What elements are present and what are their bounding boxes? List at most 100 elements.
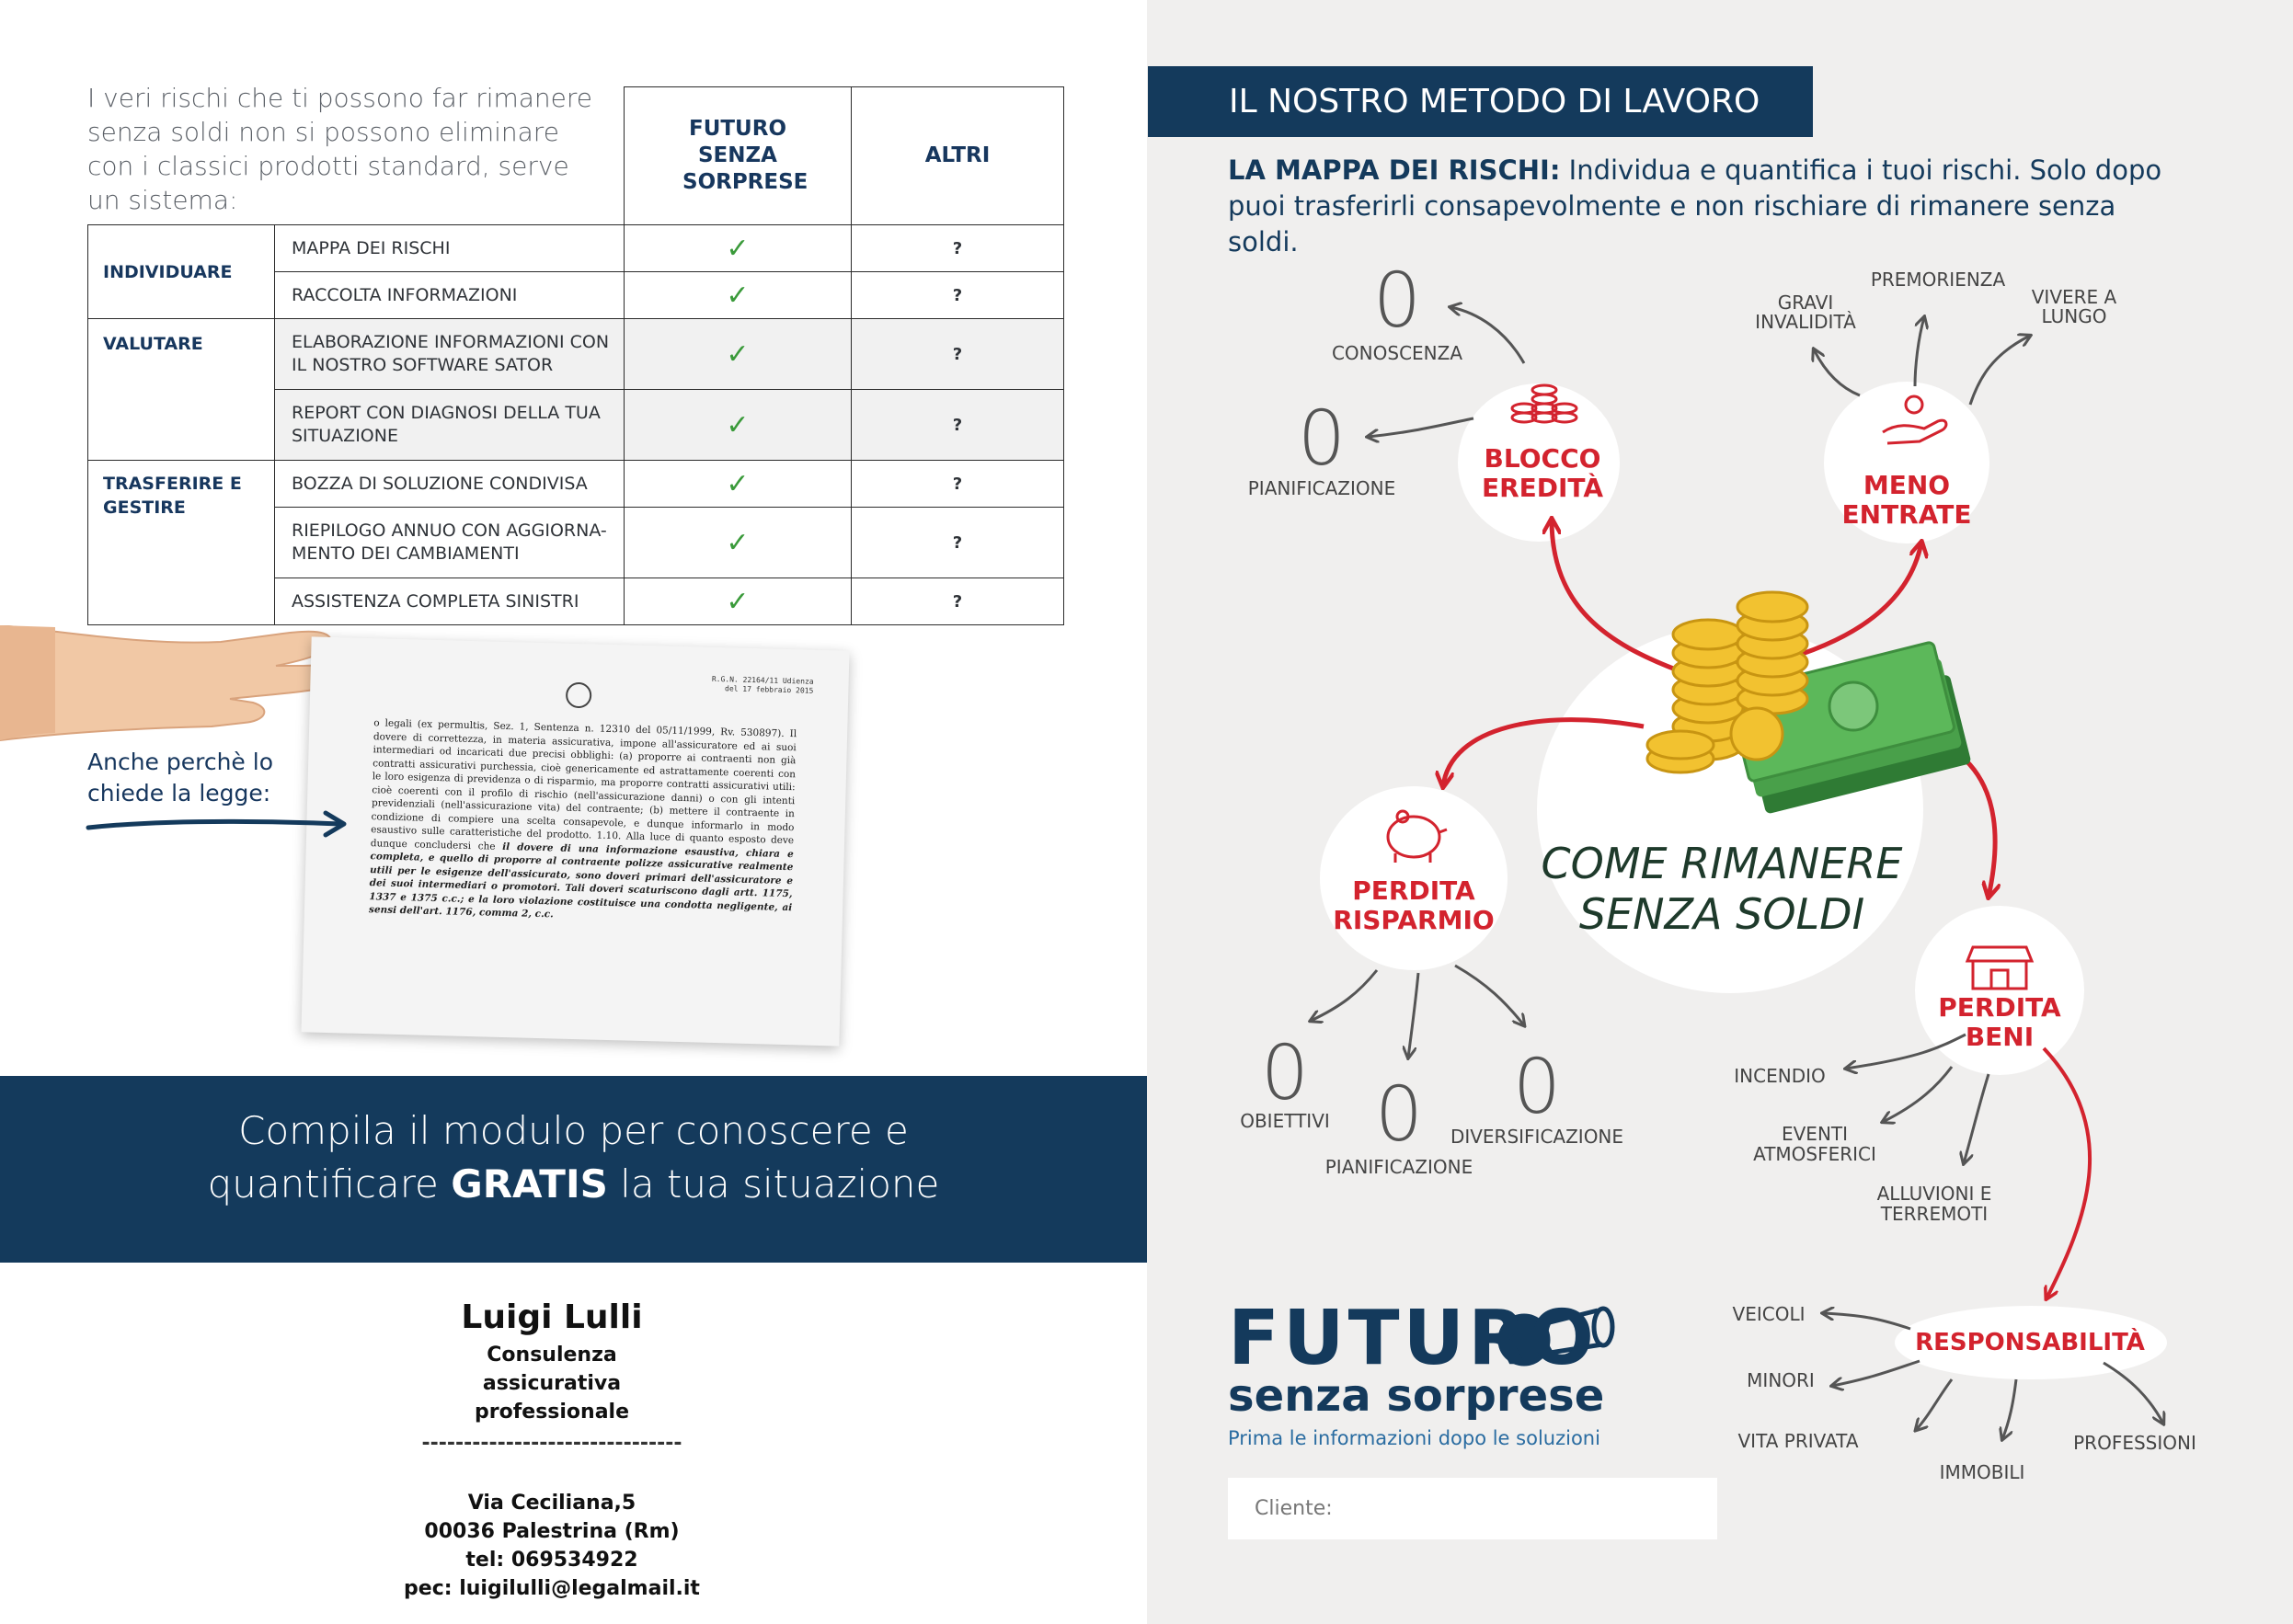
table-row-item: RACCOLTA INFORMAZIONI [274,271,625,319]
col-header-futuro: FUTURO SENZA SORPRESE [624,86,852,225]
question-mark: ? [851,224,1064,272]
diversificazione-label: DIVERSIFICAZIONE [1450,1126,1623,1148]
logo-sub: senza sorprese [1228,1370,1605,1422]
contact-block: Luigi Lulli Consulenza assicurativa prof… [368,1295,736,1603]
logo-tagline: Prima le informazioni dopo le soluzioni [1228,1427,1600,1449]
brand-logo: FUTURO senza sorprese Prima le informazi… [1228,1301,1604,1452]
binoculars-icon [1497,1306,1615,1367]
beni-label-2: BENI [1966,1022,2034,1052]
emblem-icon [565,681,592,709]
legal-document: R.G.N. 22164/11 Udienza del 17 febbraio … [301,636,850,1046]
arrow-to-blocco [1552,520,1681,674]
contact-role: Consulenza assicurativa professionale [474,1344,630,1424]
arrow-right-icon [86,810,347,838]
zero-number: 0 [1373,257,1421,345]
check-icon: ✓ [624,224,852,272]
incendio-label: INCENDIO [1734,1065,1825,1087]
coins-icon [1510,383,1578,424]
contact-phone: tel: 069534922 [465,1549,638,1572]
risparmio-label-1: PERDITA [1352,875,1475,906]
arrow-to-meno [1790,543,1921,660]
contact-city: 00036 Palestrina (Rm) [424,1520,680,1543]
blocco-blob [1458,383,1620,542]
obiettivi-label: OBIETTIVI [1240,1110,1330,1132]
immobili-label: IMMOBILI [1940,1461,2025,1483]
zero-number: 0 [1298,395,1346,483]
cta-banner: Compila il modulo per conoscere e quanti… [0,1076,1147,1263]
premorienza-label: PREMORIENZA [1871,269,2006,291]
check-icon: ✓ [624,318,852,390]
risk-map: COME RIMANERE SENZA SOLDI BLOCCO EREDITÀ… [1240,257,2196,1483]
table-row-item: ASSISTENZA COMPLETA SINISTRI [274,578,625,625]
category-trasferire: TRASFERIRE E GESTIRE [87,460,275,625]
document-text: o legali (ex permultis, Sez. 1, Sentenza… [368,717,797,921]
blocco-label-1: BLOCCO [1485,443,1601,474]
check-icon: ✓ [624,507,852,578]
document-ref: R.G.N. 22164/11 Udienza del 17 febbraio … [711,674,814,695]
contact-pec: pec: luigilulli@legalmail.it [404,1577,700,1600]
money-illustration [1645,590,1971,814]
store-icon [1965,945,2035,990]
table-row-item: REPORT CON DIAGNOSI DELLA TUA SITUAZIONE [274,389,625,461]
col-header-altri: ALTRI [851,86,1064,225]
professioni-label: PROFESSIONI [2073,1432,2196,1454]
piggy-bank-icon [1386,809,1448,863]
question-mark: ? [851,578,1064,625]
table-row-item: RIEPILOGO ANNUO CON AGGIORNA-MENTO DEI C… [274,507,625,578]
table-row-item: BOZZA DI SOLUZIONE CONDIVISA [274,460,625,508]
beni-label-1: PERDITA [1938,992,2061,1023]
contact-name: Luigi Lulli [461,1298,643,1336]
question-mark: ? [851,318,1064,390]
arrow-to-risparmio [1443,717,1645,786]
question-mark: ? [851,507,1064,578]
check-icon: ✓ [624,271,852,319]
center-title-1: COME RIMANERE [1542,839,1903,888]
conoscenza-label: CONOSCENZA [1332,342,1462,364]
question-mark: ? [851,389,1064,461]
method-intro: LA MAPPA DEI RISCHI: Individua e quantif… [1228,154,2162,257]
arrow-to-resp [2042,1046,2092,1298]
law-note: Anche perchè lo chiede la legge: [87,749,274,806]
eventi-label: EVENTI [1782,1123,1848,1145]
alluvioni-label: ALLUVIONI E [1877,1183,1992,1205]
method-title: IL NOSTRO METODO DI LAVORO [1148,66,1813,137]
veicoli-label: VEICOLI [1733,1303,1806,1325]
pianificazione-label: PIANIFICAZIONE [1248,477,1396,499]
intro-text: I veri rischi che ti possono far rimaner… [87,83,593,215]
category-individuare: INDIVIDUARE [87,224,275,319]
question-mark: ? [851,271,1064,319]
comparison-table: FUTURO SENZA SORPRESE ALTRI INDIVIDUARE … [87,86,1064,625]
invalidita-label: INVALIDITÀ [1755,311,1856,333]
check-icon: ✓ [624,578,852,625]
zero-number: 0 [1261,1030,1309,1117]
resp-blob [1895,1306,2167,1379]
divider: ------------------------------- [421,1432,682,1455]
zero-number: 0 [1513,1044,1561,1131]
logo-main: FUTURO [1228,1295,1598,1382]
terremoti-label: TERREMOTI [1880,1203,1988,1225]
beni-blob [1915,906,2084,1075]
lungo-label: LUNGO [2042,305,2107,327]
atmosferici-label: ATMOSFERICI [1753,1143,1876,1165]
resp-label: RESPONSABILITÀ [1915,1327,2145,1356]
table-row-item: MAPPA DEI RISCHI [274,224,625,272]
left-panel: I veri rischi che ti possono far rimaner… [0,83,1147,1603]
meno-label-1: MENO [1863,470,1950,500]
zero-number: 0 [1375,1071,1423,1159]
pianificazione-label-2: PIANIFICAZIONE [1325,1156,1473,1178]
gravi-label: GRAVI [1778,292,1834,314]
risparmio-label-2: RISPARMIO [1333,905,1494,935]
meno-label-2: ENTRATE [1842,499,1972,530]
blocco-label-2: EREDITÀ [1482,472,1603,503]
hand-coin-icon [1882,395,1948,445]
client-field[interactable]: Cliente: [1228,1478,1717,1539]
category-valutare: VALUTARE [87,318,275,461]
check-icon: ✓ [624,389,852,461]
question-mark: ? [851,460,1064,508]
center-title-2: SENZA SOLDI [1579,889,1864,939]
hand-illustration [0,625,345,742]
minori-label: MINORI [1747,1369,1815,1391]
meno-blob [1824,382,1989,543]
vita-privata-label: VITA PRIVATA [1737,1430,1858,1452]
vivere-label: VIVERE A [2032,286,2117,308]
